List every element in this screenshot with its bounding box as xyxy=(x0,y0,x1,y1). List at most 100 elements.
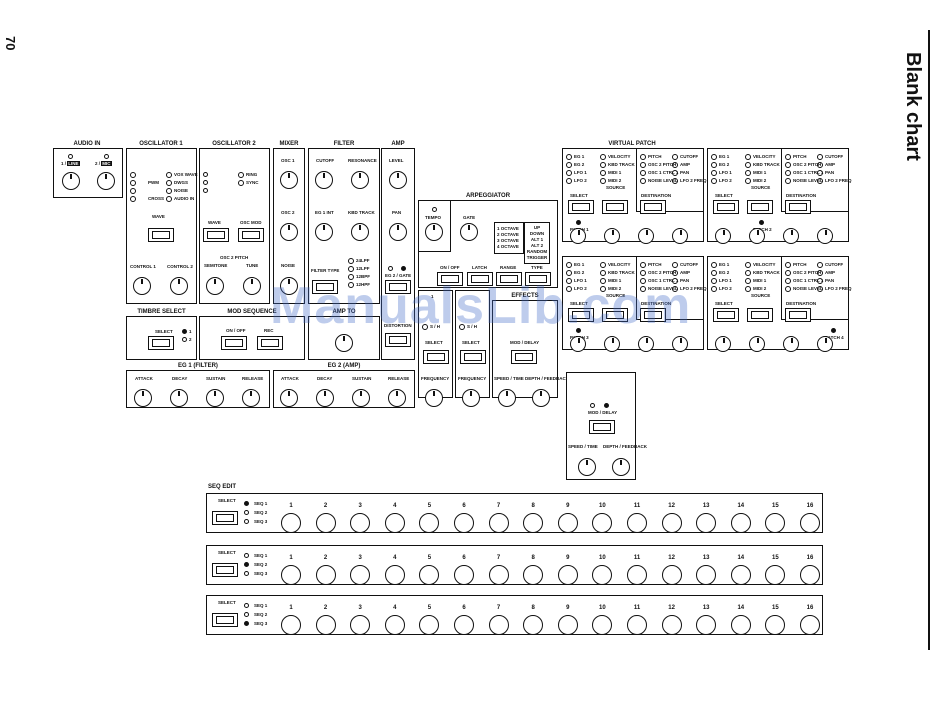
seq-row-2-step-2-knob[interactable] xyxy=(315,565,336,585)
audio-in2-knob[interactable] xyxy=(97,172,115,190)
mixer-osc2-knob[interactable] xyxy=(280,223,298,241)
seq-row-2-step-14-knob[interactable] xyxy=(730,565,751,585)
lfo2-select-button[interactable] xyxy=(460,350,486,364)
amp-level-knob[interactable] xyxy=(389,171,407,189)
patch2-knob-2[interactable] xyxy=(783,228,799,244)
amp-eg2-button[interactable] xyxy=(385,280,411,294)
seq-row-1-step-1-knob[interactable] xyxy=(281,513,301,533)
seq-row-2-step-10-knob[interactable] xyxy=(592,565,613,585)
seq-row-1-step-3-knob[interactable] xyxy=(350,513,371,533)
eg2-sustain-knob[interactable] xyxy=(352,389,370,407)
modseq-onoff-button[interactable] xyxy=(221,336,247,350)
patch3-select-button[interactable] xyxy=(568,308,594,322)
lfo1-freq-knob[interactable] xyxy=(425,389,443,407)
osc2-semitone-knob[interactable] xyxy=(206,277,224,295)
seq-row-2-step-6-knob[interactable] xyxy=(454,565,474,585)
patch3-destination-button[interactable] xyxy=(640,308,666,322)
patch1-source-button[interactable] xyxy=(602,200,628,214)
eg1-release-knob[interactable] xyxy=(242,389,260,407)
seq-row-1-step-12-knob[interactable] xyxy=(661,513,682,533)
seq-row-3-step-15-knob[interactable] xyxy=(765,615,786,635)
seq-row-2-step-3-knob[interactable] xyxy=(350,565,371,585)
osc1-control1-knob[interactable] xyxy=(133,277,151,295)
amp-dist-button[interactable] xyxy=(385,333,411,347)
patch1-destination-button[interactable] xyxy=(640,200,666,214)
audio-in1-knob[interactable] xyxy=(62,172,80,190)
amp-to-knob[interactable] xyxy=(335,334,353,352)
seq-row-1-step-2-knob[interactable] xyxy=(315,513,336,533)
osc1-control2-knob[interactable] xyxy=(170,277,188,295)
filter-eg-knob[interactable] xyxy=(315,223,333,241)
eg2-release-knob[interactable] xyxy=(388,389,406,407)
seq-row-2-step-4-knob[interactable] xyxy=(384,565,405,585)
seq-row-3-step-14-knob[interactable] xyxy=(730,615,751,635)
seq-row-1-step-16-knob[interactable] xyxy=(800,513,820,533)
seq-row-2-step-13-knob[interactable] xyxy=(696,565,717,585)
seq-row-2-step-9-knob[interactable] xyxy=(557,565,578,585)
seq-row-2-step-1-knob[interactable] xyxy=(281,565,301,585)
patch1-knob-2[interactable] xyxy=(638,228,654,244)
seq-row-3-step-16-knob[interactable] xyxy=(800,615,820,635)
eg2-attack-knob[interactable] xyxy=(280,389,298,407)
seq-row-3-step-8-knob[interactable] xyxy=(523,615,544,635)
seq-row-1-step-8-knob[interactable] xyxy=(523,513,544,533)
osc2-mod-button[interactable] xyxy=(238,228,264,242)
patch3-source-button[interactable] xyxy=(602,308,628,322)
seq-row-1-step-15-knob[interactable] xyxy=(765,513,786,533)
seq-row-2-step-11-knob[interactable] xyxy=(627,565,647,585)
seq-row-3-step-3-knob[interactable] xyxy=(350,615,371,635)
seq-row-2-step-8-knob[interactable] xyxy=(523,565,544,585)
seq-row-1-step-10-knob[interactable] xyxy=(592,513,613,533)
patch3-knob-3[interactable] xyxy=(672,336,688,352)
seq-row-3-step-12-knob[interactable] xyxy=(661,615,682,635)
seq-row-3-step-1-knob[interactable] xyxy=(281,615,301,635)
patch3-knob-2[interactable] xyxy=(638,336,654,352)
patch1-knob-0[interactable] xyxy=(570,228,586,244)
filter-cutoff-knob[interactable] xyxy=(315,171,333,189)
seq-row-3-step-10-knob[interactable] xyxy=(592,615,613,635)
seq-row-3-select-button[interactable] xyxy=(212,613,238,627)
mixer-noise-knob[interactable] xyxy=(280,277,298,295)
seq-row-1-step-4-knob[interactable] xyxy=(384,513,405,533)
fx-extra-mod-button[interactable] xyxy=(589,420,615,434)
fx-extra-depth-knob[interactable] xyxy=(612,458,630,476)
seq-row-3-step-9-knob[interactable] xyxy=(557,615,578,635)
eg1-decay-knob[interactable] xyxy=(170,389,188,407)
arp-gate-knob[interactable] xyxy=(460,223,478,241)
seq-row-1-step-7-knob[interactable] xyxy=(488,513,509,533)
effects-depth-knob[interactable] xyxy=(532,389,550,407)
filter-type-button[interactable] xyxy=(312,280,338,294)
seq-row-2-step-12-knob[interactable] xyxy=(661,565,682,585)
seq-row-2-step-15-knob[interactable] xyxy=(765,565,786,585)
patch2-destination-button[interactable] xyxy=(785,200,811,214)
seq-row-3-step-11-knob[interactable] xyxy=(627,615,647,635)
patch3-knob-0[interactable] xyxy=(570,336,586,352)
eg1-sustain-knob[interactable] xyxy=(206,389,224,407)
patch1-knob-1[interactable] xyxy=(604,228,620,244)
patch4-knob-3[interactable] xyxy=(817,336,833,352)
seq-row-1-step-9-knob[interactable] xyxy=(557,513,578,533)
seq-row-3-step-13-knob[interactable] xyxy=(696,615,717,635)
osc2-tune-knob[interactable] xyxy=(243,277,261,295)
arp-onoff-button[interactable] xyxy=(437,272,463,286)
filter-kbd-knob[interactable] xyxy=(351,223,369,241)
filter-reso-knob[interactable] xyxy=(351,171,369,189)
seq-row-2-step-16-knob[interactable] xyxy=(800,565,820,585)
patch2-knob-3[interactable] xyxy=(817,228,833,244)
fx-extra-speed-knob[interactable] xyxy=(578,458,596,476)
timbre-select-button[interactable] xyxy=(148,336,174,350)
seq-row-1-step-11-knob[interactable] xyxy=(627,513,647,533)
mixer-osc1-knob[interactable] xyxy=(280,171,298,189)
seq-row-2-step-7-knob[interactable] xyxy=(488,565,509,585)
patch4-knob-1[interactable] xyxy=(749,336,765,352)
eg1-attack-knob[interactable] xyxy=(134,389,152,407)
seq-row-1-step-6-knob[interactable] xyxy=(454,513,474,533)
patch2-knob-1[interactable] xyxy=(749,228,765,244)
eg2-decay-knob[interactable] xyxy=(316,389,334,407)
patch2-source-button[interactable] xyxy=(747,200,773,214)
amp-pan-knob[interactable] xyxy=(389,223,407,241)
seq-row-2-step-5-knob[interactable] xyxy=(419,565,440,585)
patch2-knob-0[interactable] xyxy=(715,228,731,244)
seq-row-2-select-button[interactable] xyxy=(212,563,238,577)
patch3-knob-1[interactable] xyxy=(604,336,620,352)
